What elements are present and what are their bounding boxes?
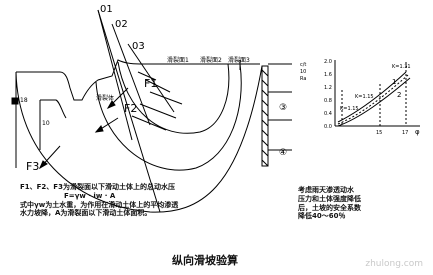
cross-section (11, 9, 292, 213)
slide-body-label: 滑裂体 (96, 94, 114, 102)
curve-label-2: 2 (397, 91, 401, 99)
force-label-f1: F1 (144, 77, 157, 90)
right-note-line-3: 后，土坡的安全系数 (298, 203, 361, 212)
left-note-line-1: F1、F2、F3为滑裂面以下滑动土体上的总动水压 (20, 183, 175, 191)
point-label-2: K=1.15 (340, 106, 359, 112)
side-label-1: 10 (300, 69, 306, 75)
y-tick-3: 0.8 (324, 98, 332, 104)
scale-label-bottom: 10 (42, 120, 50, 127)
left-note-line-3: 式中γw为土水重，为作用在滑动土体上的平均渗透 (20, 200, 179, 209)
right-note-line-4: 降低40～60％ (298, 212, 346, 221)
x-tick-1: 17 (402, 130, 408, 136)
center-label-o3: 03 (132, 41, 145, 52)
right-note-line-1: 考虑雨天渗透动水 (298, 186, 354, 194)
point-label-1: K=1.15 (355, 94, 374, 100)
x-axis-label: φ (415, 128, 420, 136)
side-label-0: c/t (300, 62, 306, 68)
layer-label-4: ④ (279, 148, 287, 158)
y-tick-2: 1.2 (324, 85, 332, 91)
graph-curve-2 (337, 77, 411, 127)
side-label-2: Ra (300, 76, 306, 82)
y-tick-4: 0.4 (324, 111, 332, 117)
y-tick-5: 0.0 (324, 124, 332, 130)
left-note: F1、F2、F3为滑裂面以下滑动土体上的总动水压 F=γw · iw · A 式… (20, 183, 178, 218)
center-label-o1: 01 (100, 4, 113, 15)
left-note-line-4: 水力坡降，A为滑裂面以下滑动土体面积。 (20, 209, 152, 218)
scale-label-top: 18 (20, 97, 28, 104)
center-label-o2: 02 (115, 19, 128, 30)
force-label-f3: F3 (26, 160, 39, 173)
sliding-block-label-3: 滑裂面3 (228, 56, 250, 64)
slip-arc-outer (15, 65, 263, 213)
layer-label-3: ③ (279, 103, 287, 113)
sliding-block-label-1: 滑裂面1 (167, 56, 189, 64)
slip-arc-middle (95, 63, 242, 171)
graph-curve-1 (337, 71, 407, 123)
slip-arc-inner (117, 61, 230, 134)
y-tick-0: 2.0 (324, 59, 332, 65)
right-note-line-2: 压力和土体强度降低 (298, 194, 361, 203)
left-note-line-2: F=γw · iw · A (64, 191, 116, 200)
point-label-0: K=1.31 (392, 64, 411, 70)
force-label-f2: F2 (124, 102, 137, 115)
sliding-block-label-2: 滑裂面2 (200, 56, 222, 64)
watermark: zhulong.com (365, 259, 423, 269)
curve-label-1: 1 (392, 78, 396, 86)
ground-profile (16, 59, 260, 101)
safety-factor-graph: 2.0 1.6 1.2 0.8 0.4 0.0 15 17 K=1.31 K=1… (300, 59, 420, 136)
figure-caption: 纵向滑坡验算 (172, 254, 238, 267)
y-tick-1: 1.6 (324, 72, 332, 78)
x-tick-0: 15 (376, 130, 382, 136)
right-note: 考虑雨天渗透动水 压力和土体强度降低 后，土坡的安全系数 降低40～60％ (298, 186, 361, 221)
